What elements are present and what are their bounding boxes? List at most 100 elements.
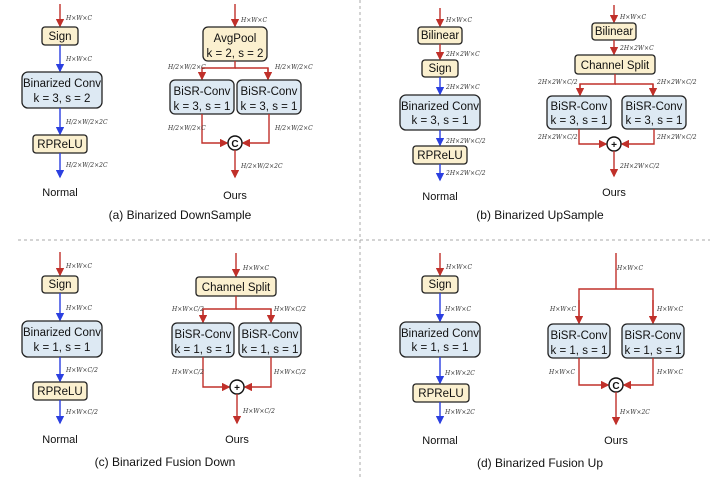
- conv-label: Binarized Conv: [401, 101, 479, 113]
- dim-label: H×W×2C: [444, 409, 475, 416]
- conv-label: BiSR-Conv: [242, 329, 299, 341]
- conv-params: k = 3, s = 1: [241, 101, 298, 113]
- dim-label: H×W×2C: [444, 370, 475, 377]
- dim-label: H×W×C/2: [171, 306, 204, 313]
- conv-label: BiSR-Conv: [175, 329, 232, 341]
- dim-label: H/2×W/2×C: [274, 64, 313, 71]
- conv-params: k = 3, s = 1: [412, 115, 469, 127]
- dim-label: H×W×C: [656, 306, 683, 313]
- add-op-label: +: [611, 140, 617, 151]
- conv-label: Binarized Conv: [23, 327, 101, 339]
- ours-label: Ours: [604, 435, 628, 447]
- dim-label: H×W×C: [65, 56, 92, 63]
- ours-label: Ours: [225, 434, 249, 446]
- panel-a-caption: (a) Binarized DownSample: [109, 208, 252, 222]
- channel-split-label: Channel Split: [581, 60, 650, 72]
- rprelu-label: RPReLU: [37, 139, 82, 151]
- dim-label: H/2×W/2×2C: [65, 162, 108, 169]
- conv-label: BiSR-Conv: [626, 101, 683, 113]
- dim-label: H/2×W/2×2C: [65, 119, 108, 126]
- panel-d-normal: H×W×C Sign H×W×C Binarized Conv k = 1, s…: [399, 253, 481, 447]
- dim-label: H×W×C: [240, 17, 267, 24]
- dim-label: H×W×C: [65, 15, 92, 22]
- conv-params: k = 1, s = 1: [242, 344, 299, 356]
- normal-label: Normal: [422, 435, 457, 447]
- dim-label: 2H×2W×C/2: [656, 134, 697, 141]
- normal-label: Normal: [42, 187, 77, 199]
- dim-label: H×W×C/2: [171, 369, 204, 376]
- dim-label: 2H×2W×C: [445, 51, 480, 58]
- dim-label: 2H×2W×C/2: [656, 79, 697, 86]
- panel-c-normal: H×W×C Sign H×W×C Binarized Conv k = 1, s…: [21, 252, 103, 446]
- dim-label: H×W×C/2: [242, 408, 275, 415]
- ours-label: Ours: [602, 187, 626, 199]
- panel-b-caption: (b) Binarized UpSample: [476, 208, 604, 222]
- dim-label: H×W×C: [616, 265, 643, 272]
- dim-label: H×W×C: [65, 305, 92, 312]
- concat-op-label: C: [612, 381, 619, 392]
- conv-params: k = 3, s = 2: [34, 93, 91, 105]
- dim-label: H×W×C: [445, 17, 472, 24]
- sign-label: Sign: [428, 279, 451, 291]
- dim-label: H×W×C/2: [65, 367, 98, 374]
- bisr-conv-right-block: [238, 322, 302, 358]
- dim-label: H/2×W/2×2C: [240, 163, 283, 170]
- ours-label: Ours: [223, 190, 247, 202]
- dim-label: H×W×C/2: [273, 306, 306, 313]
- conv-params: k = 1, s = 1: [625, 345, 682, 357]
- sign-label: Sign: [428, 63, 451, 75]
- dim-label: H×W×C: [656, 369, 683, 376]
- dim-label: 2H×2W×C/2: [619, 163, 660, 170]
- bilinear-label: Bilinear: [595, 26, 634, 38]
- dim-label: H/2×W/2×C: [167, 64, 206, 71]
- rprelu-label: RPReLU: [417, 150, 462, 162]
- dim-label: 2H×2W×C/2: [537, 79, 578, 86]
- binarized-conv-block: [21, 320, 103, 358]
- conv-params: k = 3, s = 1: [174, 101, 231, 113]
- dim-label: H/2×W/2×C: [167, 125, 206, 132]
- panel-a-normal: H×W×C Sign H×W×C Binarized Conv k = 3, s…: [21, 4, 108, 199]
- add-op-label: +: [234, 383, 240, 394]
- conv-label: Binarized Conv: [401, 328, 479, 340]
- rprelu-block: [412, 383, 470, 403]
- dim-label: 2H×2W×C/2: [445, 170, 486, 177]
- normal-label: Normal: [42, 434, 77, 446]
- binarized-conv-block: [21, 71, 103, 109]
- conv-label: BiSR-Conv: [625, 330, 682, 342]
- dim-label: 2H×2W×C/2: [445, 138, 486, 145]
- rprelu-label: RPReLU: [418, 388, 463, 400]
- panel-c-caption: (c) Binarized Fusion Down: [95, 455, 236, 469]
- conv-label: BiSR-Conv: [551, 330, 608, 342]
- avgpool-params: k = 2, s = 2: [207, 48, 264, 60]
- conv-params: k = 3, s = 1: [551, 115, 608, 127]
- dim-label: H×W×C/2: [273, 369, 306, 376]
- concat-op-label: C: [231, 139, 238, 150]
- avgpool-label: AvgPool: [214, 33, 257, 45]
- panel-c-ours: H×W×C Channel Split H×W×C/2 H×W×C/2 BiSR…: [171, 253, 306, 446]
- conv-params: k = 1, s = 1: [34, 342, 91, 354]
- sign-label: Sign: [48, 31, 71, 43]
- panel-b-normal: H×W×C Bilinear 2H×2W×C Sign 2H×2W×C Bina…: [399, 8, 486, 203]
- channel-split-label: Channel Split: [202, 282, 271, 294]
- dim-label: H×W×C: [444, 306, 471, 313]
- conv-label: BiSR-Conv: [551, 101, 608, 113]
- panel-d-ours: H×W×C H×W×C H×W×C BiSR-Conv k = 1, s = 1…: [547, 253, 685, 447]
- sign-label: Sign: [48, 279, 71, 291]
- conv-params: k = 1, s = 1: [175, 344, 232, 356]
- panel-d-caption: (d) Binarized Fusion Up: [477, 456, 603, 470]
- dim-label: H×W×C: [445, 264, 472, 271]
- rprelu-label: RPReLU: [37, 386, 82, 398]
- conv-label: BiSR-Conv: [241, 86, 298, 98]
- dim-label: 2H×2W×C/2: [537, 134, 578, 141]
- conv-label: Binarized Conv: [23, 78, 101, 90]
- dim-label: H×W×2C: [619, 409, 650, 416]
- dim-label: H×W×C: [549, 306, 576, 313]
- conv-label: BiSR-Conv: [174, 86, 231, 98]
- conv-params: k = 1, s = 1: [551, 345, 608, 357]
- dim-label: H×W×C: [65, 263, 92, 270]
- dim-label: 2H×2W×C: [445, 84, 480, 91]
- panel-b-ours: H×W×C Bilinear 2H×2W×C Channel Split 2H×…: [537, 5, 697, 199]
- dim-label: H×W×C: [548, 369, 575, 376]
- dim-label: H×W×C: [242, 265, 269, 272]
